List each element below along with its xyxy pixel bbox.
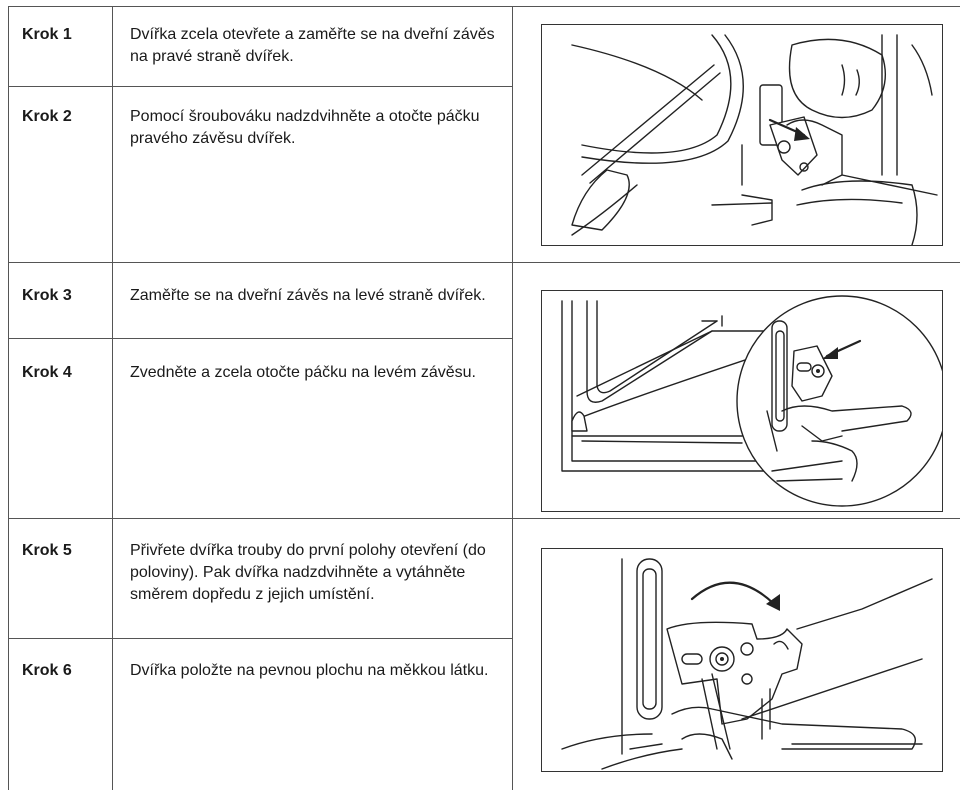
row-divider <box>8 262 960 263</box>
row-divider <box>8 518 960 519</box>
table-border-top <box>8 6 960 7</box>
step-label: Krok 4 <box>22 364 72 381</box>
row-divider <box>8 638 512 639</box>
step-text: Zvedněte a zcela otočte páčku na levém z… <box>130 364 476 381</box>
column-divider <box>112 6 113 790</box>
step-text: Dvířka položte na pevnou plochu na měkko… <box>130 662 489 679</box>
step-text: Dvířka zcela otevřete a zaměřte se na dv… <box>130 26 495 65</box>
step-label: Krok 2 <box>22 108 72 125</box>
screwdriver-lifting-right-hinge-lever-illustration <box>541 24 943 246</box>
step-text: Přivřete dvířka trouby do první polohy o… <box>130 542 486 603</box>
step-label: Krok 1 <box>22 26 72 43</box>
step-label: Krok 3 <box>22 287 72 304</box>
step-text: Pomocí šroubováku nadzdvihněte a otočte … <box>130 108 480 147</box>
step-label: Krok 6 <box>22 662 72 679</box>
table-border-left <box>8 6 9 790</box>
step-label: Krok 5 <box>22 542 72 559</box>
column-divider <box>512 6 513 790</box>
door-hinge-rotation-arrow-illustration <box>541 548 943 772</box>
row-divider <box>8 86 512 87</box>
instruction-table <box>8 6 960 790</box>
row-divider <box>8 338 512 339</box>
step-text: Zaměřte se na dveřní závěs na levé stran… <box>130 287 486 304</box>
left-hinge-lever-magnified-illustration <box>541 290 943 512</box>
